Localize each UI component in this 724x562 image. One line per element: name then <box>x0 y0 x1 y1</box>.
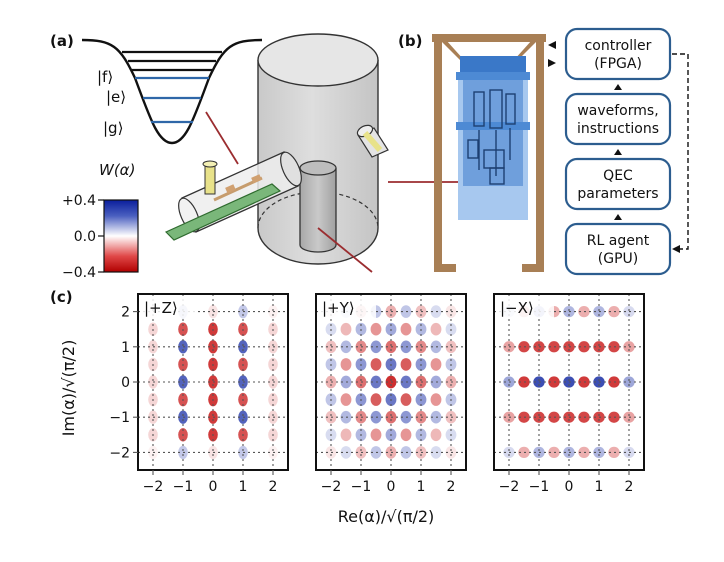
wigner-peak <box>400 393 412 406</box>
x-tick-label: −1 <box>529 479 550 495</box>
up-arrow-icon <box>614 149 622 155</box>
level-label-f: |f⟩ <box>97 68 113 86</box>
state-label: |−X⟩ <box>500 299 534 317</box>
feedback-arrow-icon <box>672 245 680 253</box>
wigner-plot-plus-z: |+Z⟩ <box>137 293 289 471</box>
x-tick-label: −1 <box>351 479 372 495</box>
colorbar-tick-mid: 0.0 <box>74 229 96 245</box>
transmon-tube <box>164 151 302 241</box>
waveforms-box: waveforms, instructions <box>564 92 672 146</box>
x-tick-label: −2 <box>499 479 520 495</box>
wigner-plot-plus-y: |+Y⟩ <box>315 293 467 471</box>
x-tick-label: 1 <box>595 479 604 495</box>
wigner-peak <box>400 322 412 336</box>
rl-box-line2: (GPU) <box>598 251 638 267</box>
wigner-peak <box>340 322 352 336</box>
x-tick-label: 2 <box>625 479 634 495</box>
left-arrow-icon <box>548 41 556 49</box>
y-axis-label: Im(α)/√(π/2) <box>59 340 78 437</box>
x-tick-label: −2 <box>321 479 342 495</box>
wigner-peak <box>430 428 442 442</box>
wigner-peak <box>430 358 442 371</box>
state-label-background <box>496 296 554 318</box>
x-tick-label: −1 <box>173 479 194 495</box>
waveforms-box-line2: instructions <box>577 121 659 137</box>
x-tick-label: −2 <box>143 479 164 495</box>
colorbar-tick-min: −0.4 <box>62 265 96 281</box>
qec-box-line1: QEC <box>603 168 633 184</box>
readout-port <box>356 124 389 158</box>
controller-box: controller (FPGA) <box>564 27 672 81</box>
x-axis-label: Re(α)/√(π/2) <box>338 507 435 526</box>
axis-ticks: −2 −1 0 1 2 2 1 0 −1 −2 −2 −1 0 1 2 −2 −1 0 1 2 <box>109 305 633 495</box>
rl-box-line1: RL agent <box>587 233 650 249</box>
wigner-peak <box>400 428 412 442</box>
energy-level-diagram: |f⟩ |e⟩ |g⟩ <box>81 38 263 145</box>
panel-label-c: (c) <box>50 288 73 306</box>
control-flowchart: controller (FPGA) waveforms, instruction… <box>548 27 689 276</box>
x-tick-label: 0 <box>387 479 396 495</box>
qec-parameters-box: QEC parameters <box>564 157 672 211</box>
level-label-e: |e⟩ <box>106 88 126 106</box>
colorbar-title: W(α) <box>99 161 135 179</box>
x-tick-label: 2 <box>447 479 456 495</box>
wigner-peak <box>370 393 382 406</box>
colorbar: W(α) +0.4 0.0 −0.4 <box>62 161 139 281</box>
x-tick-label: 2 <box>269 479 278 495</box>
qec-box-line2: parameters <box>577 186 658 202</box>
state-label-background <box>140 296 198 318</box>
state-label: |+Z⟩ <box>144 299 178 317</box>
y-tick-label: 1 <box>121 340 130 356</box>
x-tick-label: 1 <box>239 479 248 495</box>
x-tick-label: 1 <box>417 479 426 495</box>
wigner-peak <box>370 322 382 336</box>
wigner-peak <box>340 358 352 371</box>
wigner-peak <box>400 358 412 371</box>
x-tick-label: 0 <box>209 479 218 495</box>
up-arrow-icon <box>614 214 622 220</box>
y-tick-label: 2 <box>121 305 130 321</box>
up-arrow-icon <box>614 84 622 90</box>
rl-agent-box: RL agent (GPU) <box>564 222 672 276</box>
dilution-refrigerator <box>432 34 546 272</box>
y-tick-label: −1 <box>109 410 130 426</box>
state-label: |+Y⟩ <box>322 299 355 317</box>
controller-box-line1: controller <box>585 38 652 54</box>
wigner-peak <box>430 322 442 336</box>
wigner-plot-minus-x: |−X⟩ <box>493 293 645 471</box>
panel-label-b: (b) <box>398 32 422 50</box>
y-tick-label: 0 <box>121 375 130 391</box>
level-label-g: |g⟩ <box>103 119 123 137</box>
state-label-background <box>318 296 376 318</box>
wigner-peak <box>430 393 442 406</box>
controller-box-line2: (FPGA) <box>594 56 642 72</box>
x-tick-label: 0 <box>565 479 574 495</box>
wigner-peak <box>340 428 352 442</box>
wigner-peak <box>370 358 382 371</box>
waveforms-box-line1: waveforms, <box>577 103 658 119</box>
right-arrow-icon <box>548 59 556 67</box>
cavity-illustration <box>164 33 498 273</box>
wigner-peak <box>340 393 352 406</box>
colorbar-tick-max: +0.4 <box>62 193 96 209</box>
panel-label-a: (a) <box>50 32 74 50</box>
y-tick-label: −2 <box>109 445 130 461</box>
wigner-peak <box>370 428 382 442</box>
